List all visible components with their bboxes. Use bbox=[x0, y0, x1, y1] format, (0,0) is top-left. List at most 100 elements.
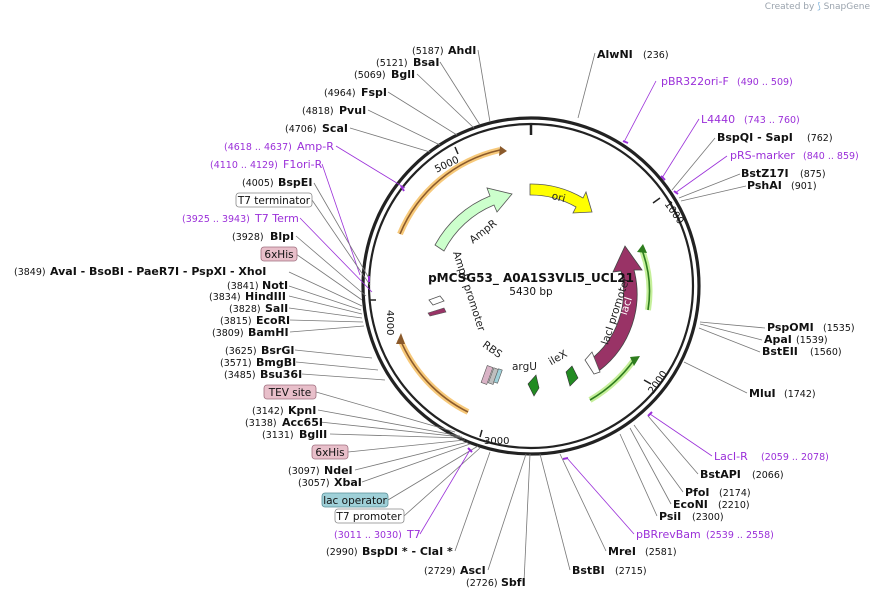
leader-f1ori-r bbox=[321, 163, 361, 276]
leader-pspomi bbox=[699, 321, 766, 329]
primer-pbrrevbam[interactable]: pBRrevBam bbox=[636, 528, 701, 541]
box-tev-site-label: TEV site bbox=[268, 387, 312, 399]
primer-prs-marker-pos: (840 .. 859) bbox=[803, 151, 859, 162]
site-bstbi[interactable]: BstBI bbox=[572, 564, 605, 577]
site-sali[interactable]: SalI bbox=[265, 302, 288, 315]
laci-promoter-arrow[interactable] bbox=[584, 351, 601, 375]
site-asci[interactable]: AscI bbox=[460, 564, 486, 577]
green-arrowhead-upper bbox=[637, 244, 647, 253]
leader-bstz17i bbox=[678, 173, 741, 199]
site-ecori[interactable]: EcoRI bbox=[256, 314, 290, 327]
site-econi[interactable]: EcoNI bbox=[673, 498, 708, 511]
ampr-promoter-arrow[interactable] bbox=[428, 295, 445, 306]
backbone-outer bbox=[361, 116, 701, 456]
rbs-stack[interactable] bbox=[480, 365, 503, 385]
site-bamhi[interactable]: BamHI bbox=[248, 326, 289, 339]
site-alwni[interactable]: AlwNI bbox=[597, 48, 633, 61]
leader-sali bbox=[288, 307, 363, 319]
primer-laci-r[interactable]: LacI-R bbox=[714, 450, 748, 463]
green-arc-upper bbox=[641, 249, 651, 311]
site-mrei[interactable]: MreI bbox=[608, 545, 636, 558]
box-tev-site[interactable] bbox=[263, 384, 317, 400]
site-noti-pos: (3841) bbox=[227, 281, 259, 292]
site-pshai[interactable]: PshAI bbox=[747, 179, 782, 192]
primer-l4440-pos: (743 .. 760) bbox=[744, 115, 800, 126]
site-bsrgi[interactable]: BsrGI bbox=[261, 344, 294, 357]
site-noti[interactable]: NotI bbox=[262, 279, 288, 292]
site-bstapi[interactable]: BstAPI bbox=[700, 468, 741, 481]
site-bspei[interactable]: BspEI bbox=[278, 176, 312, 189]
site-asci-pos: (2729) bbox=[424, 566, 456, 577]
site-bspqi-sapi[interactable]: BspQI - SapI bbox=[717, 131, 793, 144]
leader-bamhi bbox=[289, 325, 365, 333]
site-pvui-pos: (4818) bbox=[302, 106, 334, 117]
site-bstz17i[interactable]: BstZ17I bbox=[741, 167, 789, 180]
site-pshai-pos: (901) bbox=[791, 181, 817, 192]
site-hindiii[interactable]: HindIII bbox=[245, 290, 286, 303]
laci-arrow[interactable] bbox=[589, 245, 643, 371]
leader-mlui bbox=[683, 361, 748, 394]
primer-t7-term[interactable]: T7 Term bbox=[254, 212, 299, 225]
right-leaders bbox=[523, 52, 766, 583]
site-ahdi[interactable]: AhdI bbox=[448, 44, 476, 57]
ori-arrow[interactable] bbox=[529, 183, 593, 214]
site-pfoi[interactable]: PfoI bbox=[685, 486, 710, 499]
argu-arrow[interactable] bbox=[527, 374, 540, 397]
site-sbfi[interactable]: SbfI bbox=[501, 576, 526, 589]
left-leaders bbox=[288, 49, 527, 571]
ilex-arrow[interactable] bbox=[565, 365, 579, 387]
site-kpni[interactable]: KpnI bbox=[288, 404, 316, 417]
box-6xhis-bottom[interactable] bbox=[311, 444, 349, 460]
leader-bstbi bbox=[539, 453, 571, 571]
site-bsai[interactable]: BsaI bbox=[413, 56, 439, 69]
site-pvui[interactable]: PvuI bbox=[339, 104, 366, 117]
site-blpi[interactable]: BlpI bbox=[270, 230, 294, 243]
site-scai[interactable]: ScaI bbox=[322, 122, 348, 135]
leader-claI bbox=[454, 451, 491, 552]
site-mlui[interactable]: MluI bbox=[749, 387, 776, 400]
box-6xhis-top[interactable] bbox=[260, 246, 298, 262]
leader-psii bbox=[619, 433, 658, 517]
site-bspdi-clai[interactable]: BspDI * - ClaI * bbox=[362, 545, 453, 558]
site-acc65i[interactable]: Acc65I bbox=[282, 416, 323, 429]
site-bsu36i[interactable]: Bsu36I bbox=[260, 368, 302, 381]
site-bglii[interactable]: BglII bbox=[299, 428, 327, 441]
box-t7-terminator[interactable] bbox=[235, 192, 313, 208]
site-ecori-pos: (3815) bbox=[220, 316, 252, 327]
site-pfoi-pos: (2174) bbox=[719, 488, 751, 499]
leader-alwni bbox=[577, 52, 596, 119]
site-bmgbi[interactable]: BmgBI bbox=[256, 356, 296, 369]
primer-t7[interactable]: T7 bbox=[406, 528, 421, 541]
leader-t7-terminator bbox=[311, 199, 371, 286]
lac-operator-mark[interactable] bbox=[427, 307, 447, 317]
site-apai[interactable]: ApaI bbox=[764, 333, 792, 346]
box-t7-promoter[interactable] bbox=[334, 508, 405, 524]
site-bsteii[interactable]: BstEII bbox=[762, 345, 798, 358]
site-bgli[interactable]: BglI bbox=[391, 68, 415, 81]
leader-asci bbox=[487, 453, 527, 571]
primer-amp-r-pos: (4618 .. 4637) bbox=[224, 142, 292, 153]
site-ava-xhoi[interactable]: AvaI - BsoBI - PaeR7I - PspXI - XhoI bbox=[50, 265, 266, 278]
primer-pbrrevbam-pos: (2539 .. 2558) bbox=[706, 530, 774, 541]
box-lac-operator[interactable] bbox=[321, 492, 389, 508]
site-psii[interactable]: PsiI bbox=[659, 510, 681, 523]
primer-prs-marker[interactable]: pRS-marker bbox=[730, 149, 795, 162]
primer-l4440[interactable]: L4440 bbox=[701, 113, 735, 126]
leader-apai bbox=[699, 323, 763, 341]
site-pspomi[interactable]: PspOMI bbox=[767, 321, 814, 334]
leader-pbr322ori-f bbox=[623, 80, 657, 143]
site-ndei[interactable]: NdeI bbox=[324, 464, 353, 477]
leader-fspi bbox=[387, 91, 458, 136]
primer-f1ori-r[interactable]: F1ori-R bbox=[283, 158, 323, 171]
leader-amp-r bbox=[335, 145, 406, 189]
primer-amp-r[interactable]: Amp-R bbox=[297, 140, 334, 153]
leader-mrei bbox=[559, 453, 607, 552]
leader-acc65i bbox=[319, 421, 463, 438]
primer-pbr322ori-f[interactable]: pBR322ori-F bbox=[661, 75, 729, 88]
primer-marks bbox=[368, 140, 679, 460]
site-fspi[interactable]: FspI bbox=[361, 86, 387, 99]
ampr-arrow[interactable] bbox=[434, 187, 513, 252]
argu-label: argU bbox=[512, 361, 537, 373]
site-xbai[interactable]: XbaI bbox=[334, 476, 362, 489]
site-ahdi-pos: (5187) bbox=[412, 46, 444, 57]
